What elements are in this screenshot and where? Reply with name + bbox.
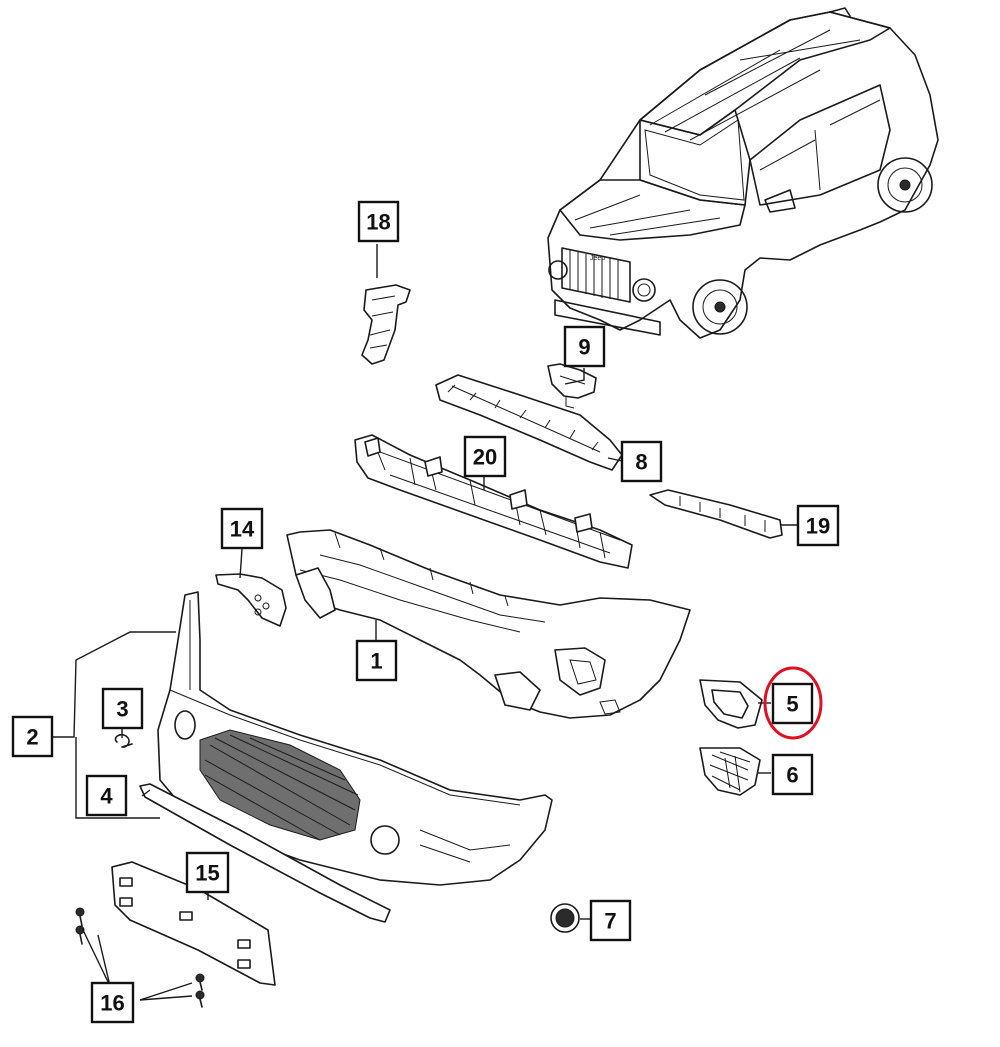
callout-label-18: 18 (366, 210, 390, 235)
callout-2: 2 (11, 715, 54, 758)
callout-15: 15 (185, 851, 230, 894)
callout-19: 19 (796, 504, 840, 547)
part-5-fog-bezel (699, 679, 763, 729)
callout-1: 1 (355, 639, 398, 682)
callout-label-15: 15 (195, 861, 219, 886)
callout-20: 20 (463, 435, 507, 478)
callout-label-2: 2 (26, 725, 38, 750)
part-6-grille-bezel (699, 747, 761, 796)
part-3-clip (114, 733, 133, 748)
callout-3: 3 (101, 687, 144, 730)
leader-lines (50, 244, 798, 1001)
callout-4: 4 (85, 774, 128, 817)
callout-label-3: 3 (116, 697, 128, 722)
part-15-license-bracket (111, 861, 276, 986)
part-4-molding (139, 783, 391, 923)
callout-label-9: 9 (578, 335, 590, 360)
callout-9: 9 (563, 325, 606, 368)
vehicle-illustration: Jeep (547, 7, 939, 339)
callout-7: 7 (589, 899, 632, 942)
callout-5: 5 (771, 682, 814, 725)
callout-label-1: 1 (370, 649, 382, 674)
callout-label-14: 14 (230, 517, 255, 542)
callout-18: 18 (357, 200, 400, 243)
callout-16: 16 (90, 981, 135, 1024)
part-14-bracket (215, 573, 287, 627)
callout-label-7: 7 (604, 909, 616, 934)
part-18-bracket (361, 284, 411, 365)
svg-text:Jeep: Jeep (590, 255, 605, 262)
highlight-circle-5 (763, 666, 823, 740)
callout-14: 14 (220, 507, 264, 550)
callout-label-6: 6 (786, 763, 798, 788)
part-8-absorber (435, 374, 623, 471)
callout-label-5: 5 (786, 692, 798, 717)
callout-8: 8 (620, 440, 663, 483)
callout-6: 6 (771, 753, 814, 796)
callout-label-8: 8 (635, 450, 647, 475)
part-19-bracket (649, 489, 783, 539)
callout-label-16: 16 (100, 991, 124, 1016)
callout-label-19: 19 (806, 514, 830, 539)
callout-label-4: 4 (100, 784, 113, 809)
part-9-sensor (547, 363, 597, 399)
part-7-emblem (550, 903, 580, 933)
callout-label-20: 20 (473, 445, 497, 470)
